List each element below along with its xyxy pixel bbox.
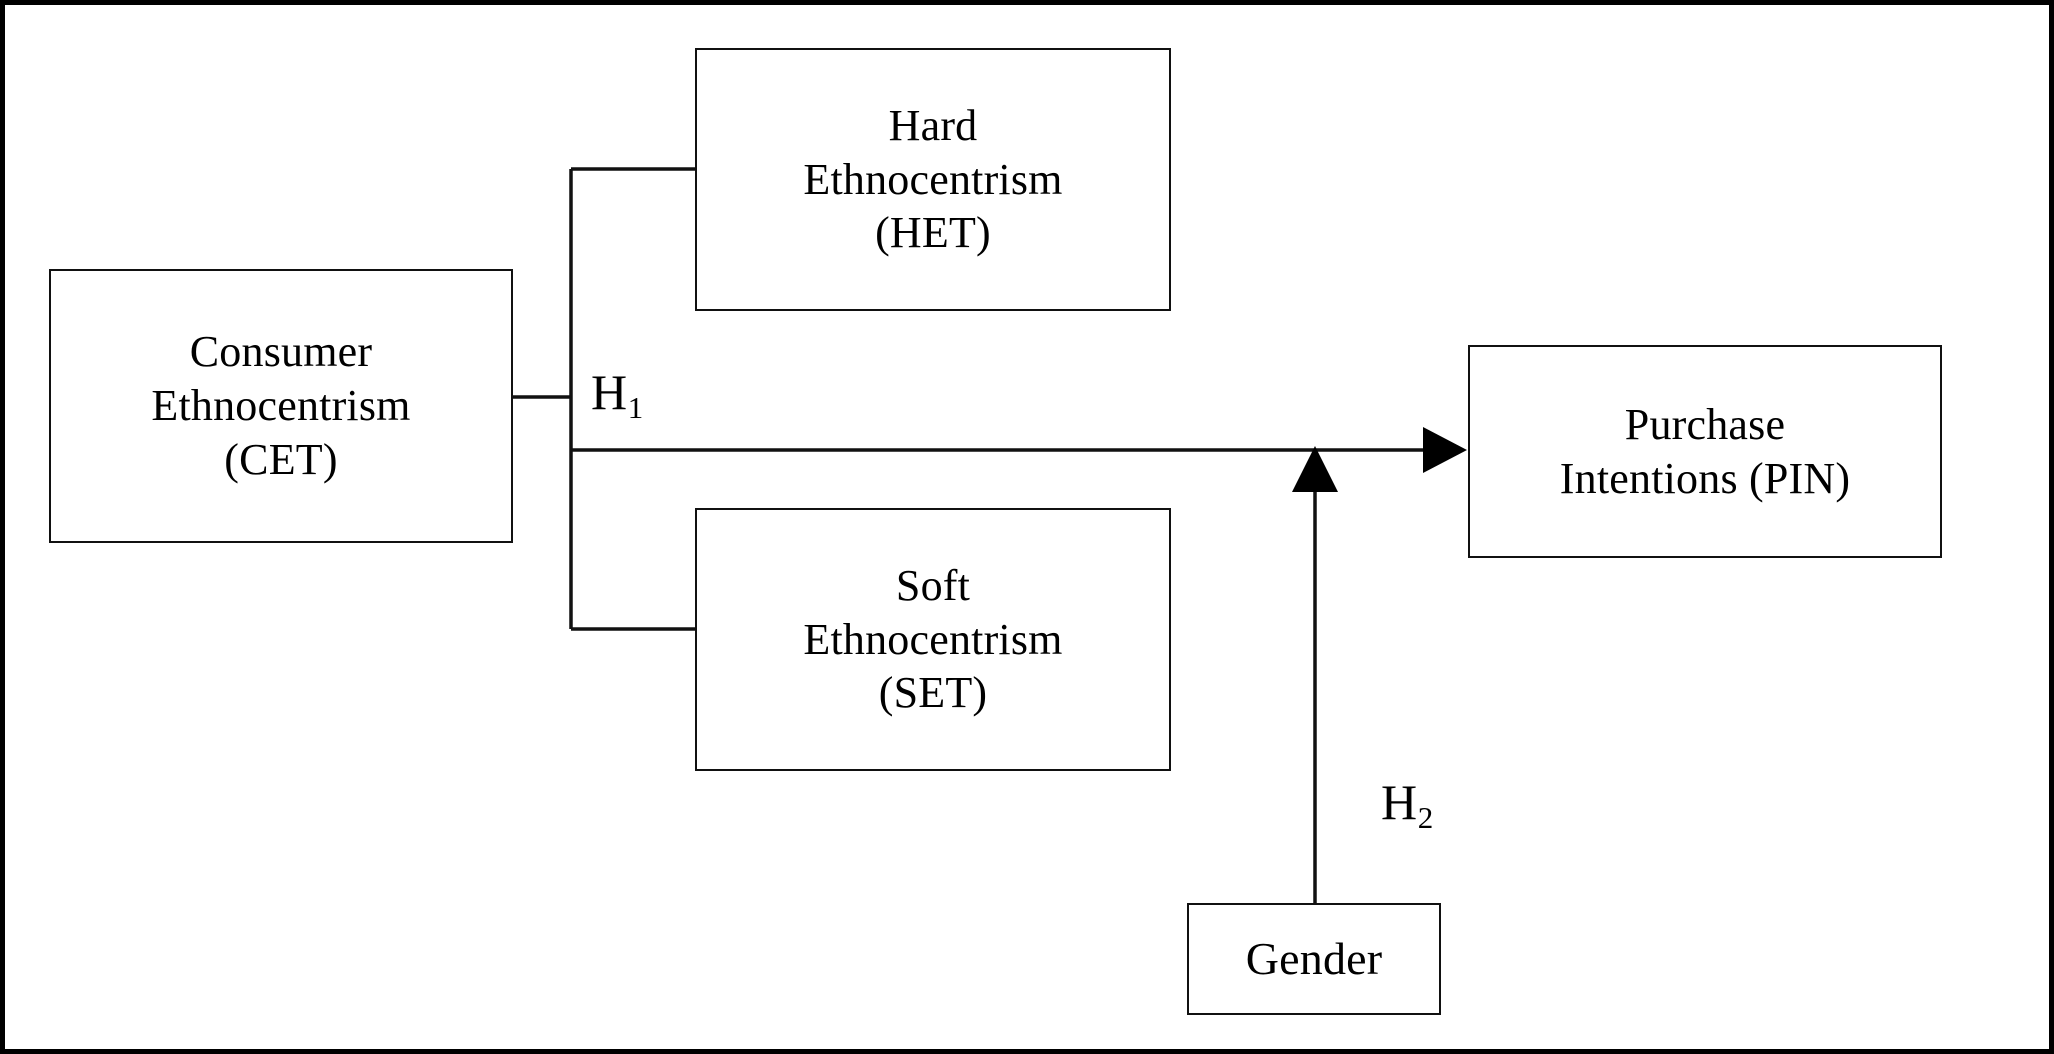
node-consumer-ethnocentrism: Consumer Ethnocentrism (CET) <box>49 269 513 543</box>
hypothesis-label-h1: H1 <box>591 364 644 425</box>
node-label-het: Hard Ethnocentrism (HET) <box>803 100 1063 258</box>
hypothesis-subscript-h1: 1 <box>627 389 644 425</box>
node-hard-ethnocentrism: Hard Ethnocentrism (HET) <box>695 48 1171 311</box>
node-label-cet: Consumer Ethnocentrism (CET) <box>151 327 411 484</box>
connector-layer <box>513 167 1467 903</box>
arrowhead-cet-to-pin <box>1423 427 1467 473</box>
hypothesis-subscript-h2: 2 <box>1417 799 1434 835</box>
arrowhead-gender-to-pin <box>1292 446 1338 492</box>
node-label-set: Soft Ethnocentrism (SET) <box>803 560 1063 718</box>
node-label-gender: Gender <box>1245 932 1383 984</box>
node-soft-ethnocentrism: Soft Ethnocentrism (SET) <box>695 508 1171 771</box>
node-gender: Gender <box>1187 903 1441 1015</box>
node-label-pin: Purchase Intentions (PIN) <box>1559 399 1851 503</box>
hypothesis-label-h2: H2 <box>1381 774 1434 835</box>
node-purchase-intentions: Purchase Intentions (PIN) <box>1468 345 1942 558</box>
